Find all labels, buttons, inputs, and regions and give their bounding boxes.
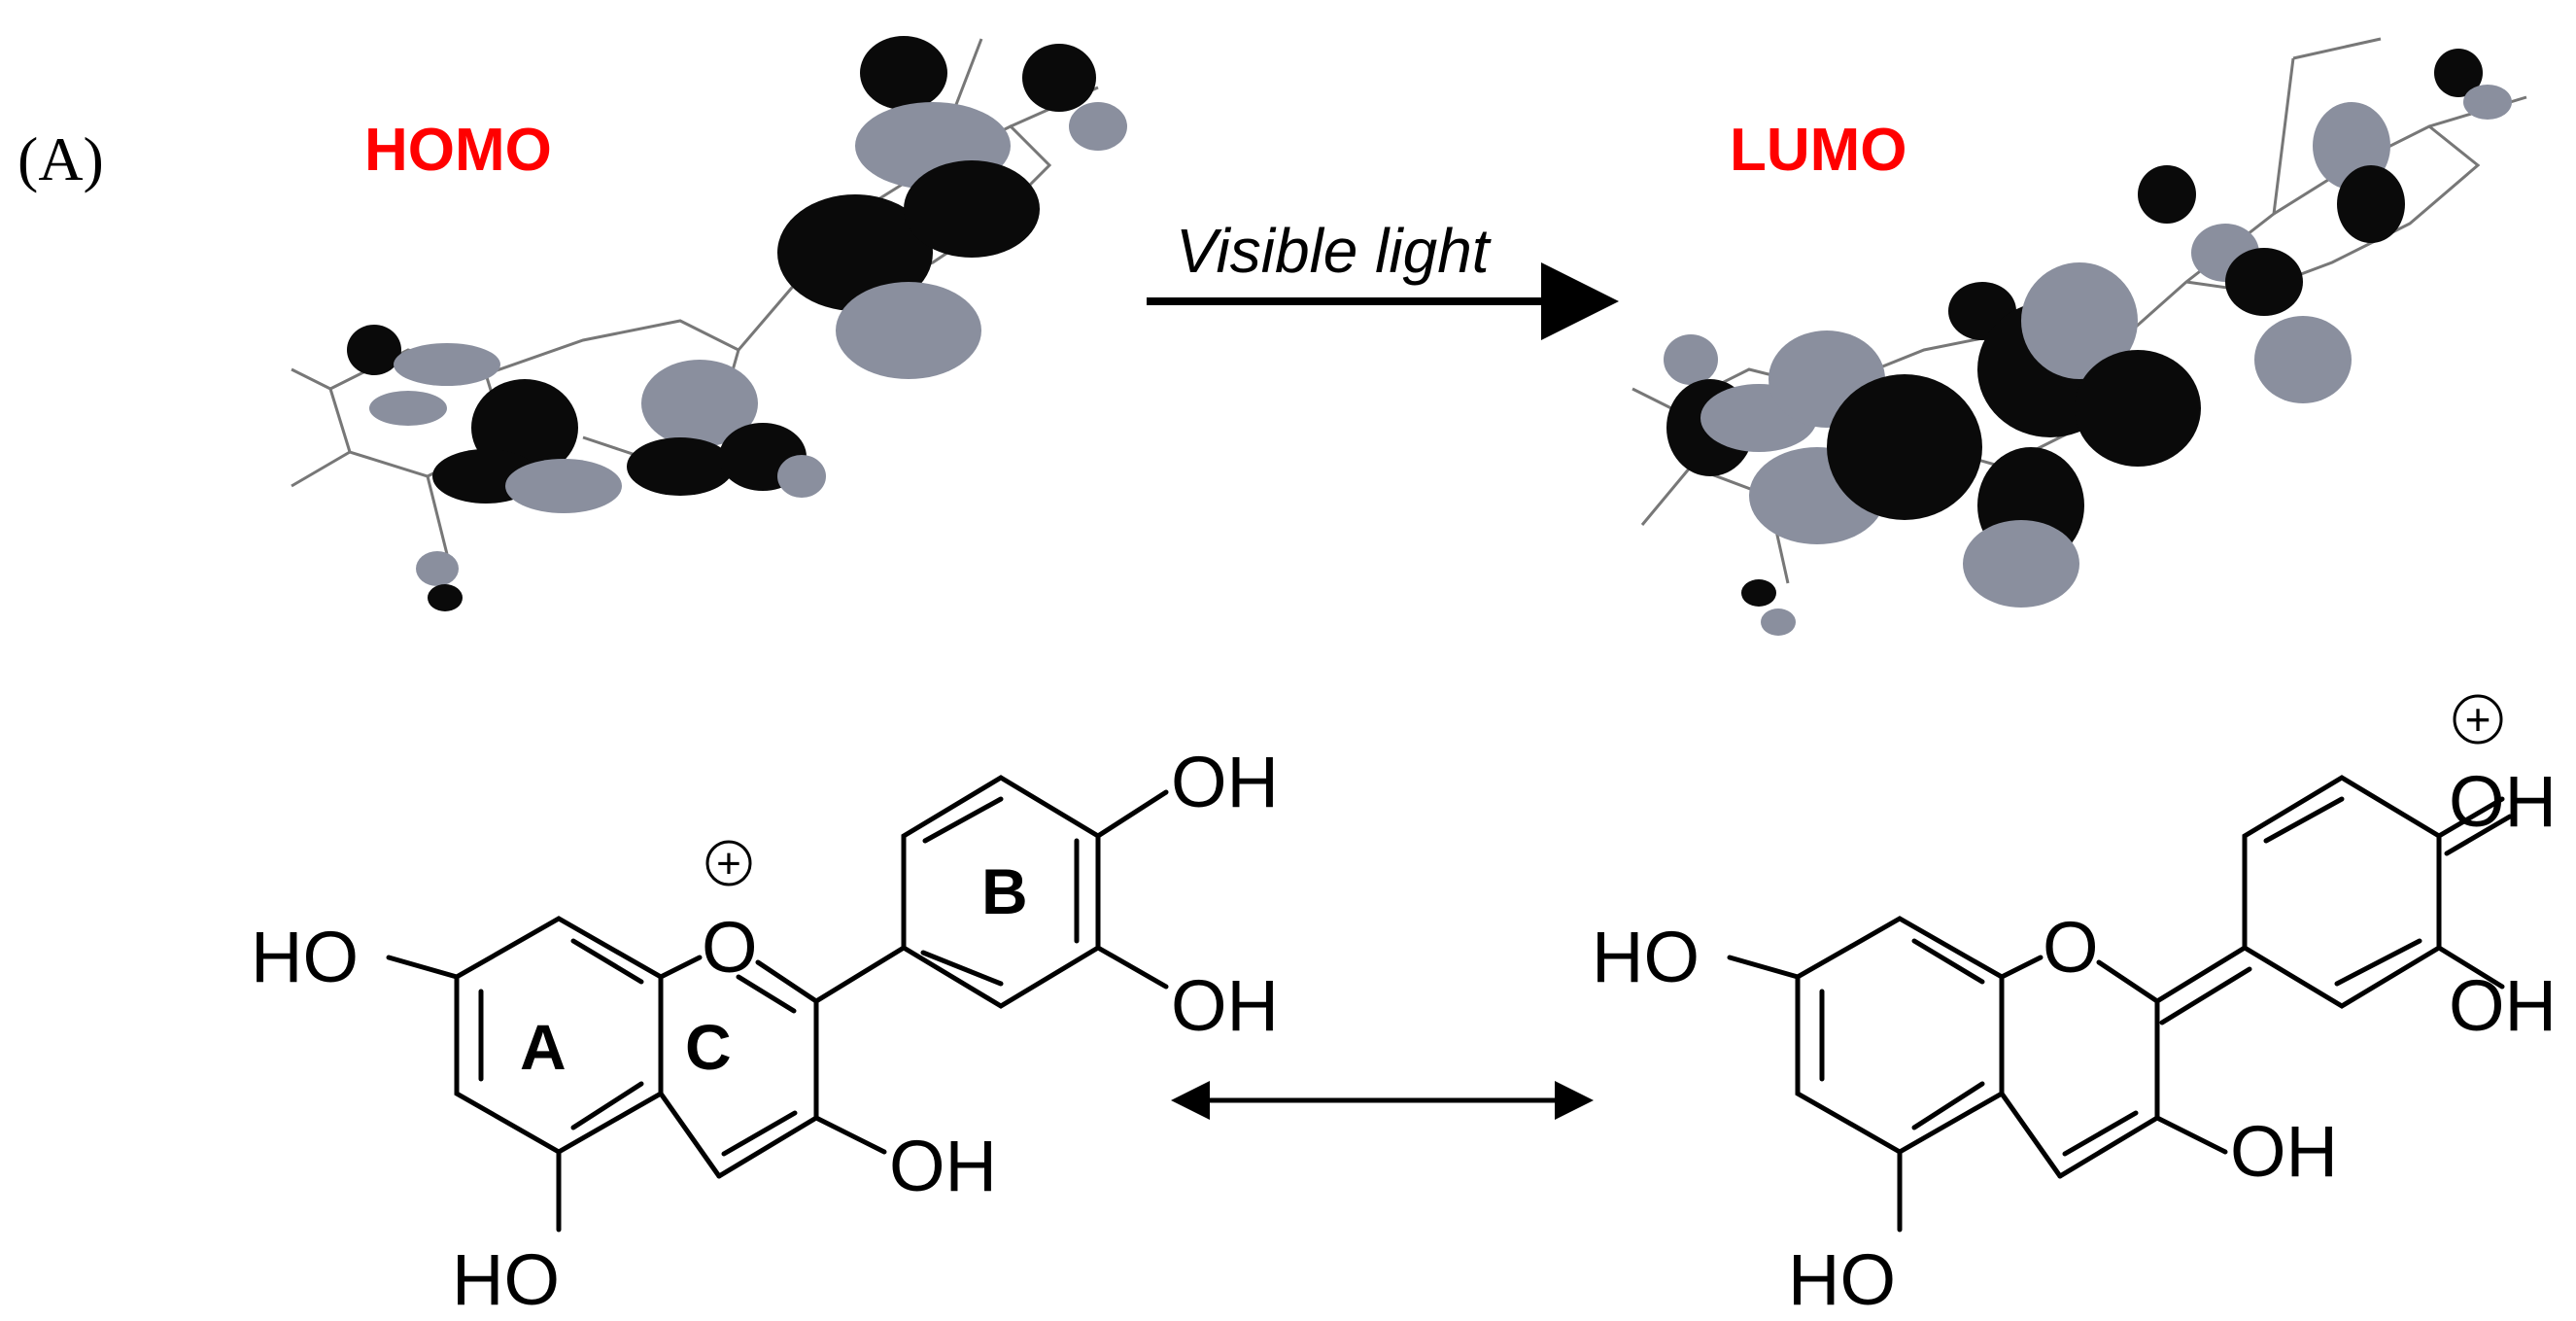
visible-light-label: Visible light (1176, 216, 1492, 286)
quinoidal-charge-sign: + (2465, 694, 2491, 745)
homo-label: HOMO (364, 117, 552, 184)
flavylium-positive-charge-icon (705, 840, 752, 886)
ring-label-b: B (981, 855, 1028, 927)
quinoidal-oh-c: OH (2230, 1111, 2338, 1192)
quinoidal-oh-b-bottom: OH (2449, 965, 2557, 1046)
flavylium-oh-b-top: OH (1171, 742, 1279, 822)
quinoidal-structure (1727, 775, 2513, 1233)
flavylium-charge-sign: + (716, 840, 741, 887)
lumo-orbital-image (1631, 37, 2527, 636)
lumo-label: LUMO (1730, 117, 1907, 184)
panel-label: (A) (17, 124, 104, 193)
ring-label-c: C (685, 1011, 732, 1083)
flavylium-ho-a-bottom: HO (452, 1239, 560, 1320)
quinoidal-ho-a-bottom: HO (1788, 1239, 1896, 1320)
homo-orbital-image (291, 36, 1127, 611)
ring-label-a: A (520, 1011, 567, 1083)
quinoidal-ring-oxygen: O (2043, 907, 2099, 988)
quinoidal-ho-a-left: HO (1592, 917, 1700, 997)
flavylium-oh-b-bottom: OH (1171, 965, 1279, 1046)
quinoidal-oh-b-top: OH (2449, 761, 2557, 842)
quinoidal-positive-charge-icon (2453, 694, 2503, 745)
flavylium-ho-a-left: HO (251, 917, 359, 997)
flavylium-ring-oxygen: O (702, 907, 758, 988)
flavylium-oh-c: OH (889, 1126, 997, 1206)
flavylium-structure (386, 775, 1169, 1233)
